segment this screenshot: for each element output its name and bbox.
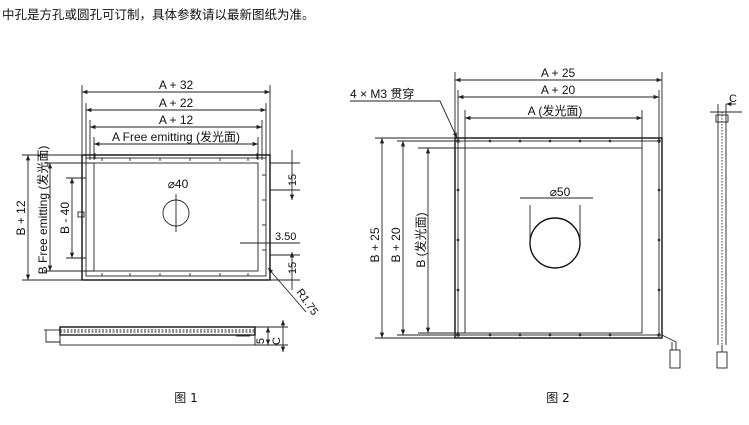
fig2-screw-holes — [456, 139, 661, 337]
dim-b12-label: B + 12 — [14, 200, 28, 235]
panel-outline — [81, 154, 271, 281]
dim-a-free-label: A Free emitting (发光面) — [112, 129, 240, 144]
fig2-dim-a25-label: A + 25 — [541, 66, 576, 80]
fig2-side-view — [710, 101, 742, 369]
figure-2: A + 25 A + 20 A (发光面) 4 × M3 贯穿 — [350, 66, 742, 405]
hole-diameter-label: ⌀40 — [168, 177, 189, 191]
note-text: 中孔是方孔或圆孔可订制，具体参数请以最新图纸为准。 — [2, 7, 315, 22]
fig2-hole-diameter-label: ⌀50 — [550, 185, 571, 199]
dim-a32-label: A + 32 — [159, 78, 194, 92]
dim-15-top-label: 15 — [287, 174, 299, 186]
figure-1: A + 32 A + 22 A + 12 A Free emitting (发光… — [14, 78, 320, 405]
screws-label: 4 × M3 贯穿 — [350, 86, 414, 101]
fig2-dim-c-label: C — [729, 93, 737, 105]
fig2-dim-a20-label: A + 20 — [541, 83, 576, 97]
fig2-dim-b-label: B (发光面) — [413, 212, 428, 267]
fig2-center-hole — [529, 217, 581, 269]
dim-c-label: C — [271, 337, 283, 345]
figure-1-caption: 图 1 — [174, 391, 197, 405]
dim-b40-label: B - 40 — [58, 202, 72, 234]
panel-tick-marks — [101, 158, 266, 276]
dim-5-label: 5 — [255, 338, 267, 344]
fig2-panel-outline — [454, 137, 663, 339]
fig2-cable — [661, 334, 677, 350]
dim-15-bottom-label: 15 — [287, 262, 299, 274]
fig2-dim-b25-label: B + 25 — [368, 227, 382, 262]
dim-350-label: 3.50 — [275, 231, 296, 243]
figure-2-caption: 图 2 — [546, 391, 569, 405]
dim-a22-label: A + 22 — [159, 96, 194, 110]
side-section-view — [44, 320, 288, 352]
fig2-dim-a-label: A (发光面) — [528, 103, 583, 118]
fig2-dim-b20-label: B + 20 — [389, 227, 403, 262]
dim-b-free-label: B Free emitting (发光面) — [35, 146, 50, 275]
dim-a12-label: A + 12 — [159, 113, 194, 127]
